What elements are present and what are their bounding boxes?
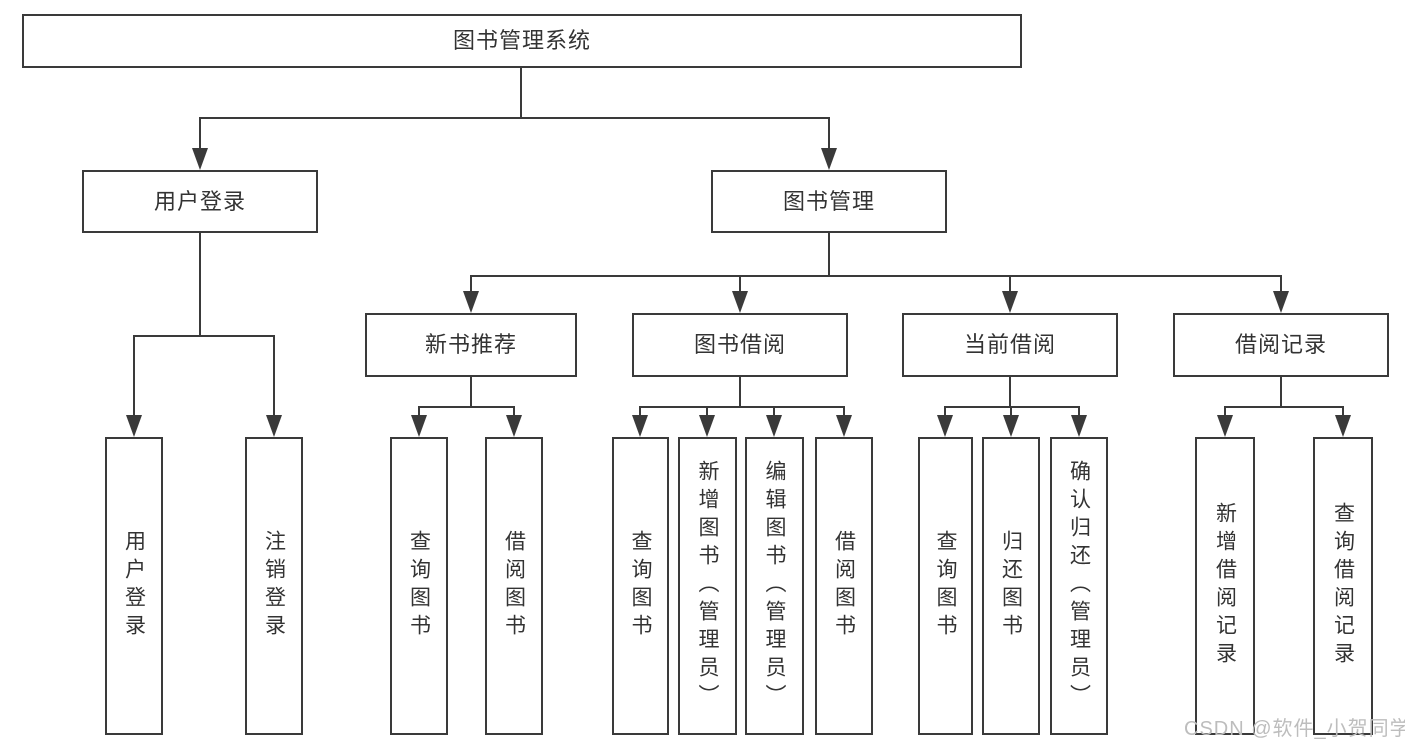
connector-drop: [273, 336, 275, 415]
connector-rail: [639, 406, 845, 408]
node-leaf-logout: 注销登录: [245, 437, 303, 735]
connector-drop: [133, 336, 135, 415]
connector-drop: [828, 118, 830, 148]
connector-rail: [944, 406, 1080, 408]
connector-drop: [944, 407, 946, 415]
node-leaf-edit-book-admin: 编辑图书（管理员）: [745, 437, 804, 735]
arrowhead-down-icon: [1003, 415, 1019, 437]
node-label-leaf-confirm-return-admin: 确认归还（管理员）: [1067, 460, 1091, 712]
node-current-borrowing: 当前借阅: [902, 313, 1118, 377]
connector-drop: [1078, 407, 1080, 415]
connector-stem: [739, 377, 741, 407]
connector-drop: [773, 407, 775, 415]
arrowhead-down-icon: [506, 415, 522, 437]
arrowhead-down-icon: [463, 291, 479, 313]
node-label-root: 图书管理系统: [452, 28, 591, 53]
connector-drop: [1280, 276, 1282, 291]
node-label-leaf-user-login: 用户登录: [122, 530, 146, 642]
node-label-leaf-query-book-borrow: 查询图书: [629, 530, 652, 642]
connector-rail: [133, 335, 275, 337]
node-label-leaf-logout: 注销登录: [262, 530, 286, 642]
arrowhead-down-icon: [732, 291, 748, 313]
node-leaf-borrow-book-recommend: 借阅图书: [485, 437, 543, 735]
connector-stem: [520, 68, 522, 118]
connector-rail: [199, 117, 830, 119]
node-leaf-add-book-admin: 新增图书（管理员）: [678, 437, 737, 735]
arrowhead-down-icon: [836, 415, 852, 437]
node-label-leaf-query-borrow-record: 查询借阅记录: [1331, 502, 1355, 670]
connector-drop: [843, 407, 845, 415]
node-label-leaf-borrow-book: 借阅图书: [832, 530, 856, 642]
connector-stem: [199, 233, 201, 336]
arrowhead-down-icon: [699, 415, 715, 437]
arrowhead-down-icon: [821, 148, 837, 170]
node-leaf-user-login: 用户登录: [105, 437, 163, 735]
connector-drop: [199, 118, 201, 148]
node-leaf-query-book-borrow: 查询图书: [612, 437, 669, 735]
connector-drop: [739, 276, 741, 291]
node-label-leaf-query-book-recommend: 查询图书: [407, 530, 431, 642]
node-book-management: 图书管理: [711, 170, 947, 233]
arrowhead-down-icon: [411, 415, 427, 437]
connector-rail: [470, 275, 1282, 277]
arrowhead-down-icon: [192, 148, 208, 170]
arrowhead-down-icon: [632, 415, 648, 437]
connector-rail: [1224, 406, 1344, 408]
node-label-current-borrowing: 当前借阅: [963, 332, 1056, 357]
connector-stem: [1280, 377, 1282, 407]
connector-drop: [1009, 276, 1011, 291]
connector-drop: [706, 407, 708, 415]
node-label-leaf-edit-book-admin: 编辑图书（管理员）: [763, 460, 786, 712]
node-leaf-borrow-book: 借阅图书: [815, 437, 873, 735]
node-label-user-login: 用户登录: [153, 188, 246, 214]
connector-drop: [1010, 407, 1012, 415]
node-leaf-query-borrow-record: 查询借阅记录: [1313, 437, 1373, 735]
arrowhead-down-icon: [1335, 415, 1351, 437]
connector-stem: [470, 377, 472, 407]
connector-drop: [470, 276, 472, 291]
node-label-borrowing-records: 借阅记录: [1234, 332, 1327, 357]
connector-stem: [1009, 377, 1011, 407]
connector-stem: [828, 233, 830, 276]
connector-rail: [418, 406, 515, 408]
node-leaf-return-book: 归还图书: [982, 437, 1040, 735]
node-leaf-query-book-recommend: 查询图书: [390, 437, 448, 735]
arrowhead-down-icon: [1071, 415, 1087, 437]
node-label-new-book-recommend: 新书推荐: [424, 332, 517, 357]
arrowhead-down-icon: [126, 415, 142, 437]
node-label-leaf-query-book-current: 查询图书: [934, 530, 957, 642]
connector-drop: [418, 407, 420, 415]
node-label-leaf-return-book: 归还图书: [999, 530, 1023, 642]
node-book-borrowing: 图书借阅: [632, 313, 848, 377]
node-label-book-borrowing: 图书借阅: [693, 332, 786, 357]
watermark: CSDN @软件_小贺同学: [1184, 718, 1405, 740]
arrowhead-down-icon: [1217, 415, 1233, 437]
arrowhead-down-icon: [937, 415, 953, 437]
node-new-book-recommend: 新书推荐: [365, 313, 577, 377]
connector-drop: [1342, 407, 1344, 415]
connector-drop: [639, 407, 641, 415]
node-leaf-query-book-current: 查询图书: [918, 437, 973, 735]
node-borrowing-records: 借阅记录: [1173, 313, 1389, 377]
node-leaf-add-borrow-record: 新增借阅记录: [1195, 437, 1255, 735]
arrowhead-down-icon: [1273, 291, 1289, 313]
node-root: 图书管理系统: [22, 14, 1022, 68]
arrowhead-down-icon: [266, 415, 282, 437]
node-leaf-confirm-return-admin: 确认归还（管理员）: [1050, 437, 1108, 735]
node-label-leaf-add-book-admin: 新增图书（管理员）: [696, 460, 719, 712]
node-label-leaf-add-borrow-record: 新增借阅记录: [1213, 502, 1237, 670]
connector-drop: [513, 407, 515, 415]
arrowhead-down-icon: [766, 415, 782, 437]
connector-drop: [1224, 407, 1226, 415]
node-label-book-management: 图书管理: [782, 188, 875, 214]
node-user-login: 用户登录: [82, 170, 318, 233]
arrowhead-down-icon: [1002, 291, 1018, 313]
node-label-leaf-borrow-book-recommend: 借阅图书: [502, 530, 526, 642]
